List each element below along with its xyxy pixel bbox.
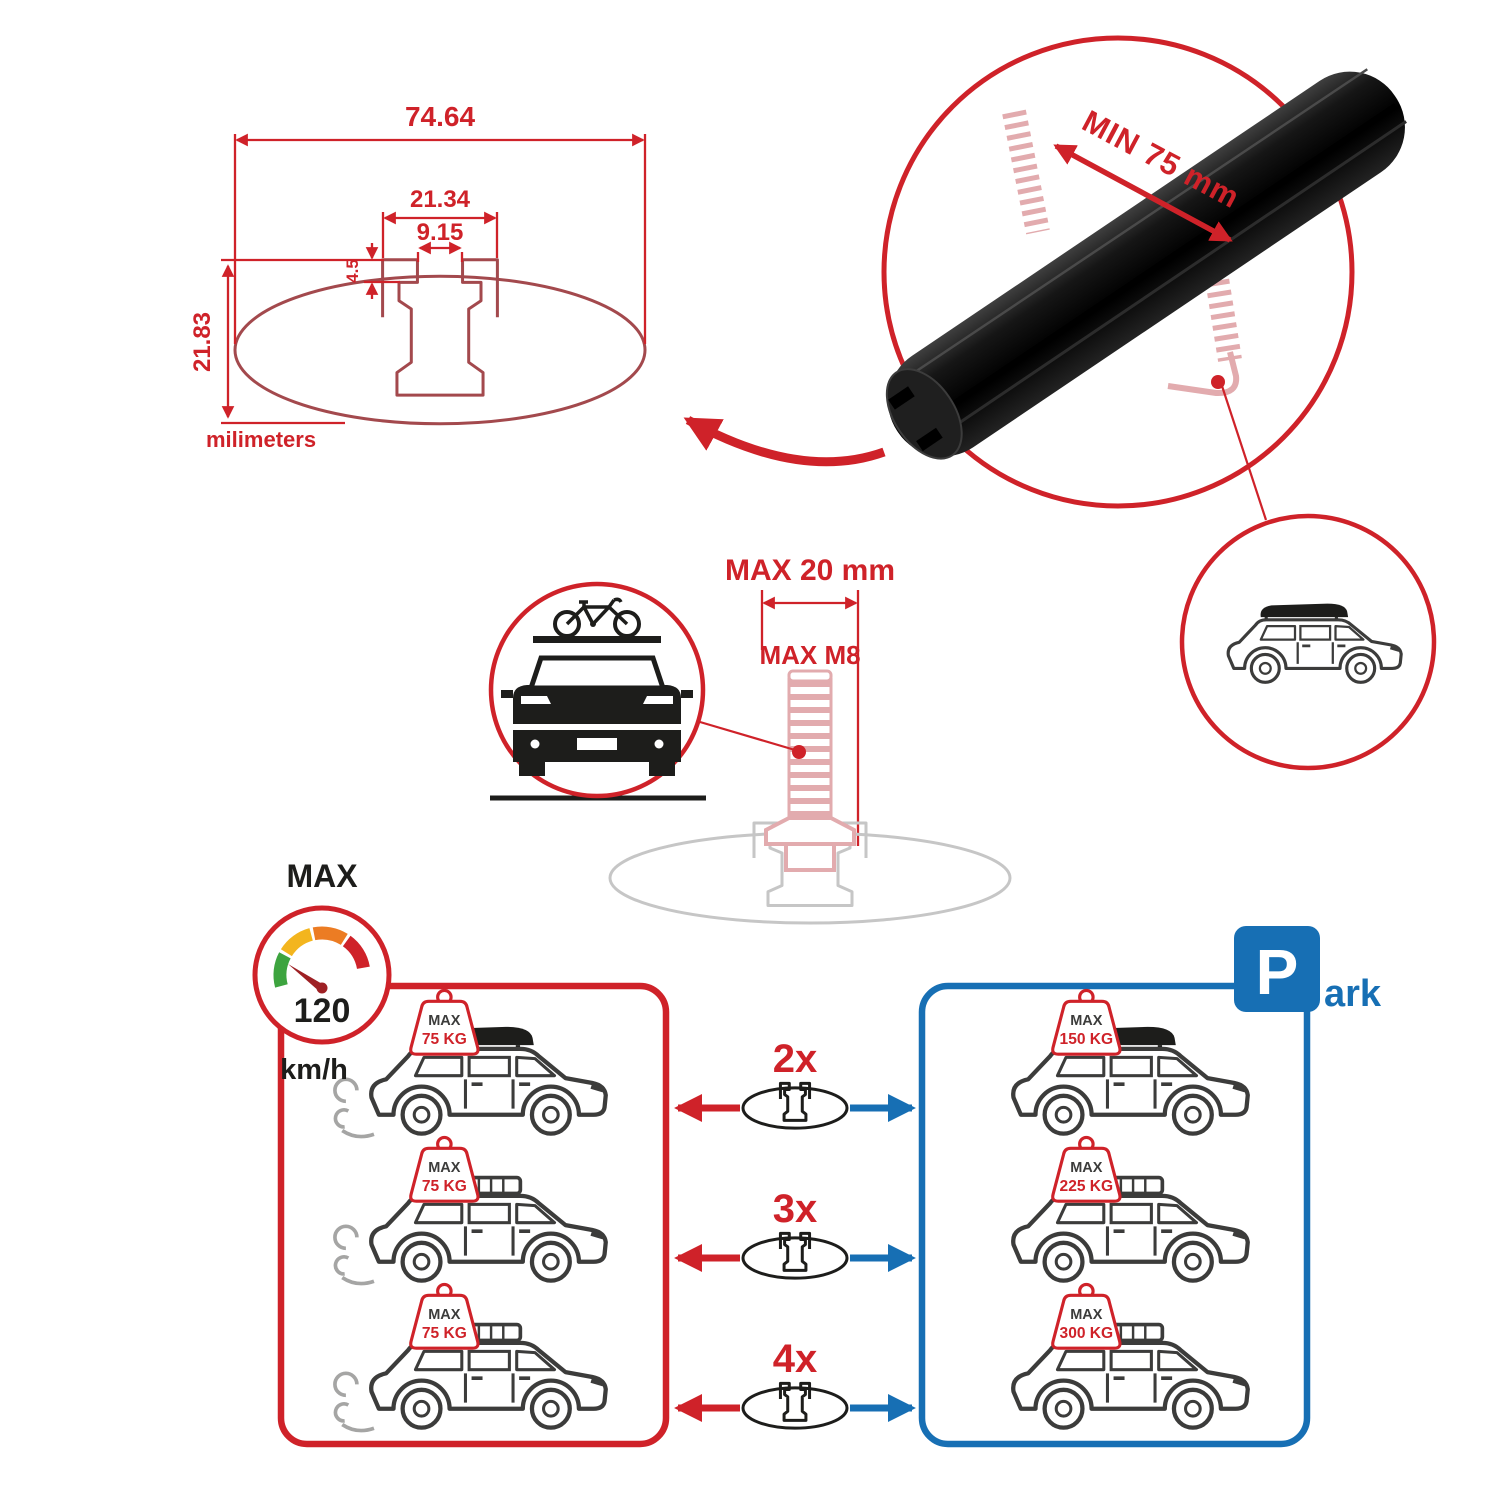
bar-count-label: 4x: [773, 1337, 818, 1381]
bolt-thread-label: MAX M8: [759, 640, 860, 670]
bumper-gap: [513, 724, 681, 730]
crossbar-groove: [941, 120, 1407, 436]
crossbar-3d-render: [885, 68, 1407, 460]
gauge-needle: [288, 964, 324, 992]
dimension-value: 4.5: [343, 259, 362, 283]
park-sign-box: [1234, 926, 1320, 1012]
parked-car-row-3: MAX 300 KG: [1013, 1282, 1248, 1427]
connector-dot: [792, 745, 806, 759]
connector-line: [699, 720, 796, 752]
bar-count-row-1: 2x: [674, 1037, 916, 1130]
cross-section-diagram: 74.64 21.34 9.15 4.5: [189, 101, 645, 452]
dimension-value: 21.34: [410, 186, 471, 213]
weight-tag: MAX 300 KG: [1051, 1282, 1122, 1350]
bar-count-row-2: 3x: [674, 1187, 916, 1280]
tag-max-label: MAX: [1070, 1307, 1103, 1323]
driving-car-row-1: MAX 75 KG: [333, 988, 606, 1139]
bolt-max-width-label: MAX 20 mm: [725, 554, 895, 587]
min-span-arrow: [1053, 143, 1233, 243]
bar-count-row-3: 4x: [674, 1337, 916, 1430]
weight-tag: MAX 75 KG: [409, 1135, 480, 1203]
vehicle-circle: [1179, 513, 1437, 771]
detail-to-section-arrow: [683, 416, 886, 467]
gauge-arcs: [273, 926, 370, 988]
driving-car-row-2: MAX 75 KG: [333, 1135, 606, 1286]
car-front-with-bike-icon: [501, 597, 693, 776]
crossbar-groove: [929, 103, 1398, 422]
driving-car-row-3: MAX 75 KG: [333, 1282, 606, 1433]
weight-tag: MAX 75 KG: [409, 1282, 480, 1350]
tag-max-label: MAX: [428, 1013, 461, 1029]
wheel: [519, 762, 545, 776]
headlight: [521, 696, 551, 704]
connector-line: [1220, 385, 1268, 521]
weight-tag: MAX 75 KG: [409, 988, 480, 1056]
tag-weight: 150 KG: [1060, 1031, 1114, 1048]
dimension-value: 9.15: [417, 219, 464, 246]
u-clamp-sketch: [1002, 109, 1242, 397]
crossbar-detail-circle: MIN 75 mm: [881, 35, 1407, 521]
connector-dot: [1211, 375, 1225, 389]
tag-max-label: MAX: [1070, 1013, 1103, 1029]
park-sign-p: P: [1256, 936, 1299, 1008]
end-cap-slot: [916, 427, 943, 452]
bolt-t-head: [784, 842, 836, 872]
license-plate: [577, 738, 617, 750]
headlight: [643, 696, 673, 704]
tag-weight: 75 KG: [422, 1178, 467, 1195]
weight-tag: MAX 150 KG: [1051, 988, 1122, 1056]
crossbar-profile-icon: [742, 1082, 848, 1130]
tag-max-label: MAX: [428, 1307, 461, 1323]
dimension-value: 74.64: [405, 101, 475, 132]
car-body: [513, 685, 681, 762]
bolt-tip: [787, 669, 833, 683]
clamp-bottom-loop: [1167, 351, 1240, 397]
crossbar-profile-icon: [742, 1232, 848, 1280]
speed-limit-gauge: MAX 120 km/h: [252, 858, 392, 1086]
dimension-slot-width: 9.15: [417, 219, 464, 262]
parked-car-row-1: MAX 150 KG: [1013, 988, 1248, 1133]
wheel: [649, 762, 675, 776]
bike-car-circle: [488, 581, 706, 801]
unit-label: milimeters: [206, 427, 316, 452]
tag-max-label: MAX: [1070, 1160, 1103, 1176]
bolt-diagram: MAX 20 mm MAX M8: [610, 554, 1010, 923]
dimension-lip-height: 4.5: [343, 243, 400, 299]
tag-max-label: MAX: [428, 1160, 461, 1176]
speed-value: 120: [294, 992, 351, 1030]
bolt-flange: [764, 816, 856, 846]
park-sign: P ark: [1234, 926, 1382, 1015]
tag-weight: 75 KG: [422, 1325, 467, 1342]
parked-car-row-2: MAX 225 KG: [1013, 1135, 1248, 1280]
speed-unit: km/h: [280, 1054, 348, 1086]
speed-max-label: MAX: [286, 858, 358, 894]
tag-weight: 225 KG: [1060, 1178, 1114, 1195]
dimension-total-width: 74.64: [233, 101, 647, 344]
gauge-pivot: [316, 982, 328, 994]
dimension-value: 21.83: [189, 312, 216, 372]
fog-light: [530, 739, 540, 749]
bar-count-label: 2x: [773, 1037, 818, 1081]
roof-bar: [533, 636, 661, 643]
tag-weight: 300 KG: [1060, 1325, 1114, 1342]
dimension-channel-width: 21.34: [381, 186, 499, 258]
crossbar-cross-section-drawing: [235, 260, 645, 424]
clamp-threaded-post: [1002, 109, 1050, 235]
fog-light: [654, 739, 664, 749]
windshield: [527, 655, 667, 691]
dimension-total-height: 21.83: [189, 258, 364, 425]
tag-weight: 75 KG: [422, 1031, 467, 1048]
bar-count-label: 3x: [773, 1187, 818, 1231]
mirror: [501, 690, 513, 698]
bike-icon: [553, 597, 641, 638]
park-sign-suffix: ark: [1324, 973, 1382, 1015]
weight-tag: MAX 225 KG: [1051, 1135, 1122, 1203]
end-cap-slot: [888, 386, 915, 410]
clamp-threaded-post: [1200, 246, 1242, 362]
t-bolt: [764, 669, 856, 872]
mirror: [681, 690, 693, 698]
crossbar-profile-icon: [742, 1382, 848, 1430]
